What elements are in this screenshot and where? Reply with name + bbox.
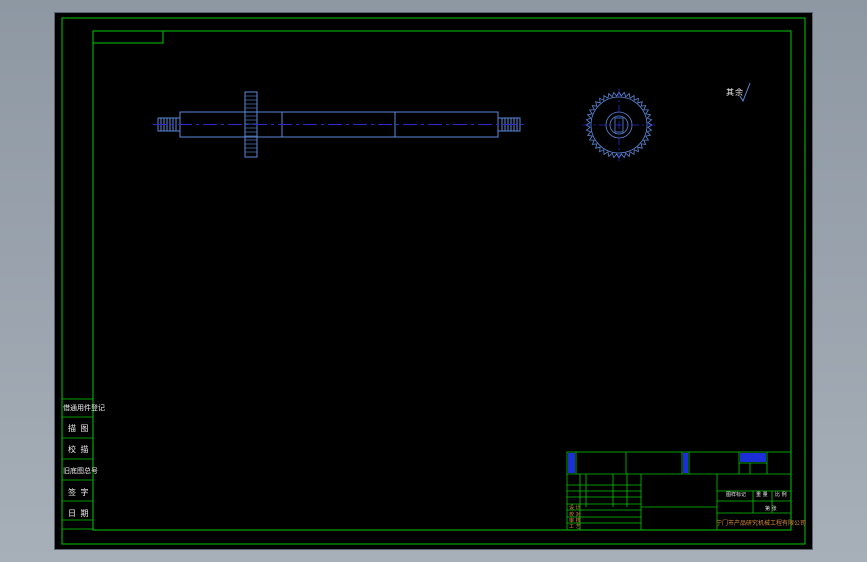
left-stamp-table <box>61 398 94 530</box>
row-label-process: 工 艺 <box>569 524 581 530</box>
title-block-blue-cells <box>568 453 766 473</box>
stamp-row-3: 校 描 <box>68 445 90 454</box>
corner-tab <box>93 31 164 44</box>
roughness-symbol <box>739 82 751 103</box>
stamp-row-1: 借通用件登记 <box>63 404 105 412</box>
scale-label: 比 例 <box>775 492 787 498</box>
stamp-row-4: 旧底图总号 <box>63 467 98 475</box>
row-label-design: 设 计 <box>569 505 581 511</box>
roughness-note: 其余 <box>726 88 744 97</box>
stamp-row-2: 描 图 <box>68 424 90 433</box>
title-block <box>566 451 792 531</box>
weight-label: 重 量 <box>756 492 768 498</box>
shaft-gear-teeth <box>245 95 257 153</box>
outer-frame <box>61 17 806 545</box>
stamp-row-6: 日 期 <box>68 509 90 518</box>
company-name: 宁门市产品研究机械工程有限公司 <box>716 520 807 527</box>
sheet-label: 第 张 <box>765 506 777 512</box>
row-label-check: 校 对 <box>569 512 581 518</box>
inner-frame <box>92 30 792 531</box>
row-label-review: 审 核 <box>569 518 581 524</box>
design-label: 图样标记 <box>726 492 747 498</box>
gear-end-view <box>583 89 655 161</box>
cad-drawing <box>61 17 806 545</box>
drawing-canvas[interactable]: 其余 借通用件登记 描 图 校 描 旧底图总号 签 字 日 期 图样标记 重 量… <box>55 13 812 549</box>
stamp-row-5: 签 字 <box>68 488 90 497</box>
